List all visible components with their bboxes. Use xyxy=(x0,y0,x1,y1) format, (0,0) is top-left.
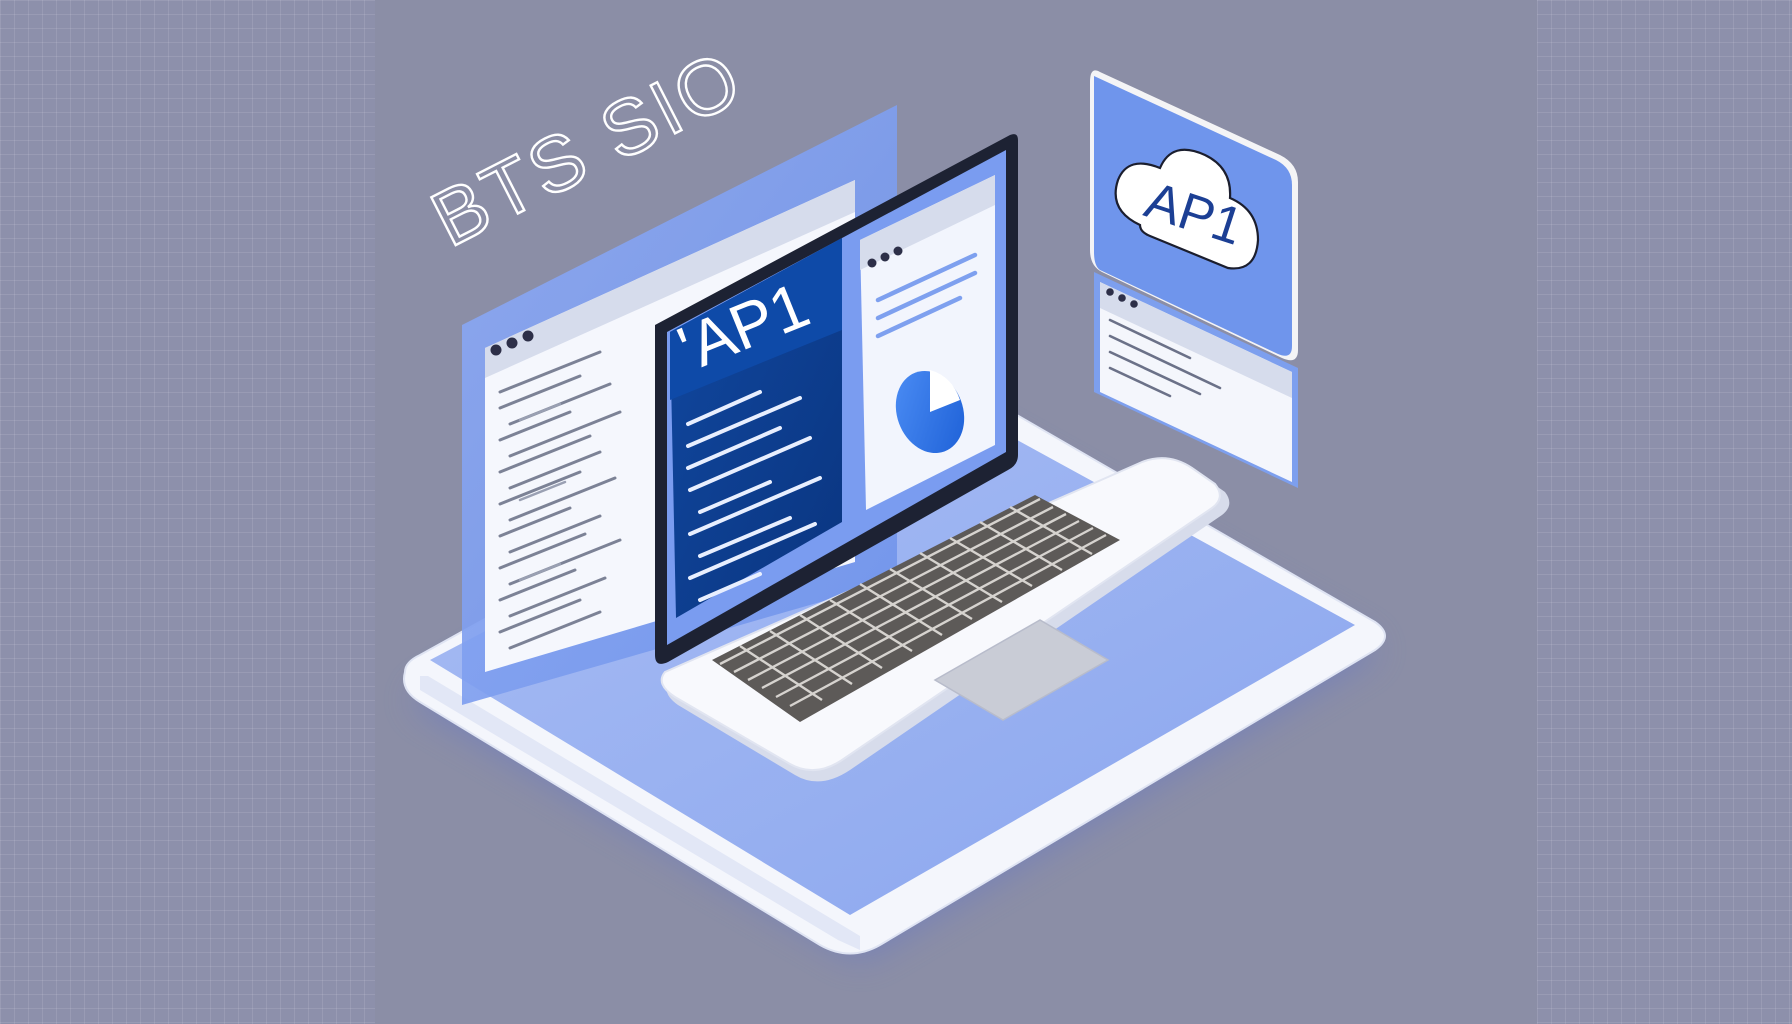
cloud-card: AP1 xyxy=(1090,70,1298,361)
mini-window xyxy=(1094,272,1298,488)
background-grid-right xyxy=(1537,0,1792,1024)
background-grid-left xyxy=(0,0,375,1024)
code-lines xyxy=(498,350,622,650)
window-dots-icon xyxy=(490,330,534,356)
cloud-icon xyxy=(1114,148,1260,270)
keyboard xyxy=(712,495,1120,722)
screen-code-lines xyxy=(686,390,822,602)
code-lines-right xyxy=(518,402,567,582)
mini-window-lines xyxy=(1108,318,1222,398)
window-dots-icon xyxy=(1106,288,1138,308)
laptop-screen: 'AP1 xyxy=(655,134,1018,664)
trackpad xyxy=(933,619,1110,721)
window-dots-icon xyxy=(867,246,903,268)
panel-text-lines xyxy=(875,252,978,339)
pie-chart-icon xyxy=(895,370,965,454)
